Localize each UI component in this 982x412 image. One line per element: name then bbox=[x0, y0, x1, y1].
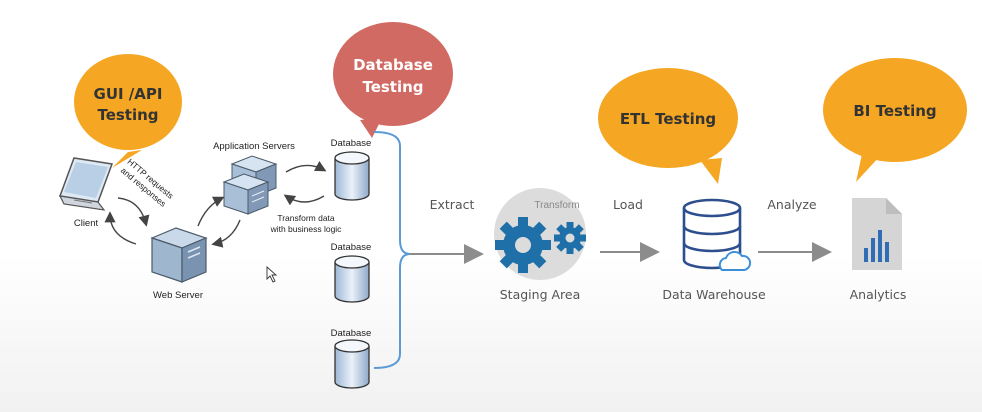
database-bubble-line1: Database bbox=[353, 56, 433, 74]
mouse-cursor-icon bbox=[266, 265, 278, 283]
database-bubble-line2: Testing bbox=[362, 78, 423, 96]
gui-api-bubble-line2: Testing bbox=[97, 106, 158, 124]
database-1-label: Database bbox=[331, 138, 372, 149]
database-testing-bubble: Database Testing bbox=[333, 22, 453, 138]
analytics-report-icon bbox=[852, 198, 902, 270]
analytics-label: Analytics bbox=[850, 287, 907, 302]
database-3-icon bbox=[334, 339, 370, 389]
appserver-database-connector bbox=[283, 161, 327, 206]
transform-note-line1: Transform data bbox=[277, 213, 335, 223]
bi-bubble-text: BI Testing bbox=[853, 102, 936, 120]
database-1-icon bbox=[334, 151, 370, 201]
bar-chart-icon bbox=[864, 230, 889, 262]
gui-api-bubble-line1: GUI /API bbox=[94, 85, 163, 103]
webserver-appserver-connector bbox=[197, 196, 241, 248]
analyze-label: Analyze bbox=[767, 197, 817, 212]
staging-area-icon: Transform bbox=[494, 188, 586, 280]
client-label: Client bbox=[74, 218, 99, 229]
extract-label: Extract bbox=[430, 197, 475, 212]
load-label: Load bbox=[613, 197, 643, 212]
database-2-icon bbox=[334, 255, 370, 303]
etl-testing-bubble: ETL Testing bbox=[598, 68, 738, 184]
http-note: HTTP requests and responses bbox=[119, 156, 176, 208]
gui-api-testing-bubble: GUI /API Testing bbox=[74, 54, 182, 168]
web-server-icon bbox=[150, 227, 208, 283]
client-webserver-connector bbox=[104, 197, 150, 245]
data-warehouse-label: Data Warehouse bbox=[662, 287, 766, 302]
etl-bubble-text: ETL Testing bbox=[620, 110, 716, 128]
staging-area-label: Staging Area bbox=[500, 287, 581, 302]
bi-testing-bubble: BI Testing bbox=[823, 58, 967, 182]
database-3-label: Database bbox=[331, 328, 372, 339]
large-gear-icon bbox=[495, 217, 551, 273]
small-gear-icon bbox=[554, 222, 586, 254]
application-servers-label: Application Servers bbox=[213, 141, 295, 152]
laptop-icon bbox=[58, 157, 114, 211]
database-2-label: Database bbox=[331, 242, 372, 253]
transform-note-line2: with business logic bbox=[270, 224, 343, 234]
database-bracket bbox=[373, 131, 411, 369]
transform-label: Transform bbox=[534, 200, 579, 211]
data-warehouse-icon bbox=[682, 198, 752, 271]
application-servers-icon bbox=[222, 155, 278, 215]
web-server-label: Web Server bbox=[153, 290, 203, 301]
cloud-icon bbox=[718, 251, 752, 271]
